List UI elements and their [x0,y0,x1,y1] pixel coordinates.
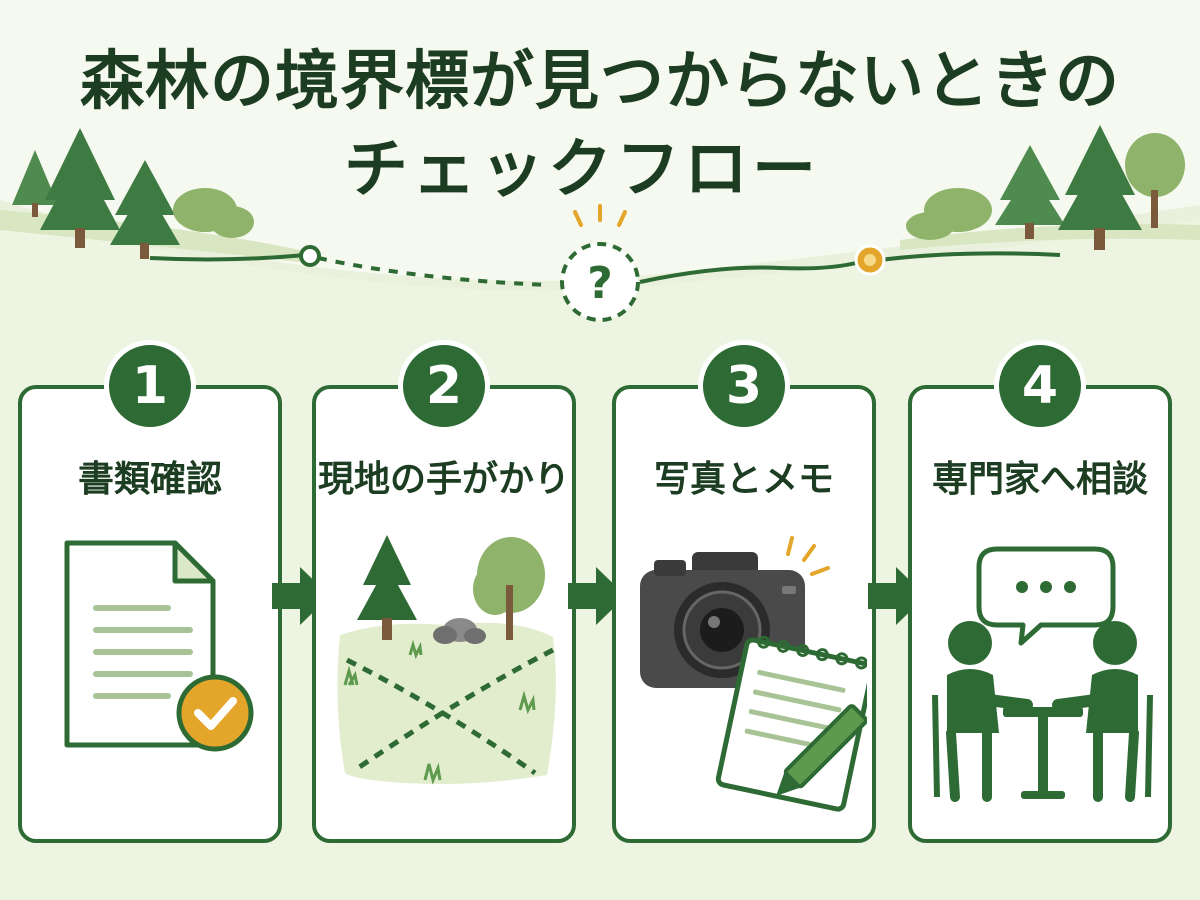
page-subtitle: チェックフロー [344,133,820,207]
step-number-badge-4: 4 [994,340,1086,432]
step-number-badge-3: 3 [698,340,790,432]
step-number-badge-2: 2 [398,340,490,432]
left-trees [12,128,254,259]
document-check-icon [64,540,254,752]
step-label-2: 現地の手がかり [317,459,570,500]
camera-notepad-icon [640,536,867,812]
flow-arrow-1 [272,567,330,625]
page-title: 森林の境界標が見つからないときの [80,45,1120,119]
step-label-1: 書類確認 [77,459,222,500]
trail-question-mark: ? [587,258,613,309]
flow-arrow-2 [568,567,626,625]
consultation-icon [932,546,1153,802]
flow-arrow-3 [868,567,926,625]
forest-site-clues-icon [337,535,556,785]
step-label-3: 写真とメモ [653,459,834,500]
step-number-badge-1: 1 [104,340,196,432]
trail-path [149,204,1061,322]
step-label-4: 専門家へ相談 [931,459,1148,500]
right-trees [906,125,1185,250]
